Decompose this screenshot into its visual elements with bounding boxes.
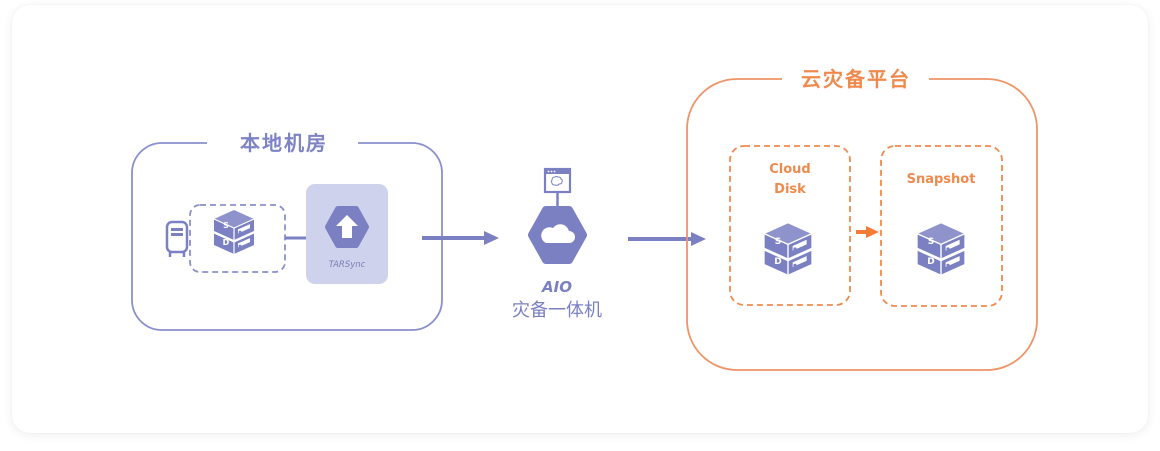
- cloud-disk-label-line1: Cloud: [769, 162, 811, 177]
- cloud-disk-label-line2: Disk: [774, 182, 806, 197]
- arrow-aio-to-cloud: [628, 232, 706, 246]
- cloud-platform-group: 云灾备平台 Cloud Disk S D Snapshot S D: [686, 67, 1038, 371]
- tarsync-agent: TARSync: [306, 184, 388, 284]
- storage-stack-icon: S D: [213, 209, 255, 255]
- brain-window-icon: [543, 167, 572, 194]
- cloud-icon: [528, 206, 587, 264]
- storage-label-d: D: [223, 238, 230, 247]
- diagram-card: [12, 5, 1148, 433]
- storage-stack-icon: S D: [763, 222, 813, 276]
- cloud-platform-title: 云灾备平台: [801, 67, 911, 91]
- storage-stack-icon: S D: [916, 222, 966, 276]
- local-site-title: 本地机房: [240, 131, 328, 155]
- arrow-local-to-aio: [422, 231, 499, 245]
- aio-chinese-label: 灾备一体机: [512, 300, 602, 321]
- cloud-disk-box: Cloud Disk S D: [729, 145, 851, 306]
- storage-label-d: D: [774, 257, 781, 267]
- aio-appliance: AIO 灾备一体机: [512, 167, 602, 321]
- server-tower-icon: [165, 220, 189, 257]
- storage-label-s: S: [223, 221, 229, 230]
- storage-label-s: S: [775, 237, 781, 247]
- aio-label: AIO: [541, 278, 572, 296]
- tarsync-label: TARSync: [329, 260, 366, 270]
- arrow-disk-to-snapshot: [856, 226, 879, 238]
- snapshot-label: Snapshot: [907, 172, 976, 187]
- storage-label-s: S: [928, 237, 934, 247]
- local-site-group: 本地机房 S D TARSync: [131, 131, 443, 331]
- snapshot-box: Snapshot S D: [880, 145, 1003, 307]
- local-site-border: [131, 142, 443, 331]
- cloud-platform-border: [686, 78, 1038, 371]
- storage-label-d: D: [927, 257, 934, 267]
